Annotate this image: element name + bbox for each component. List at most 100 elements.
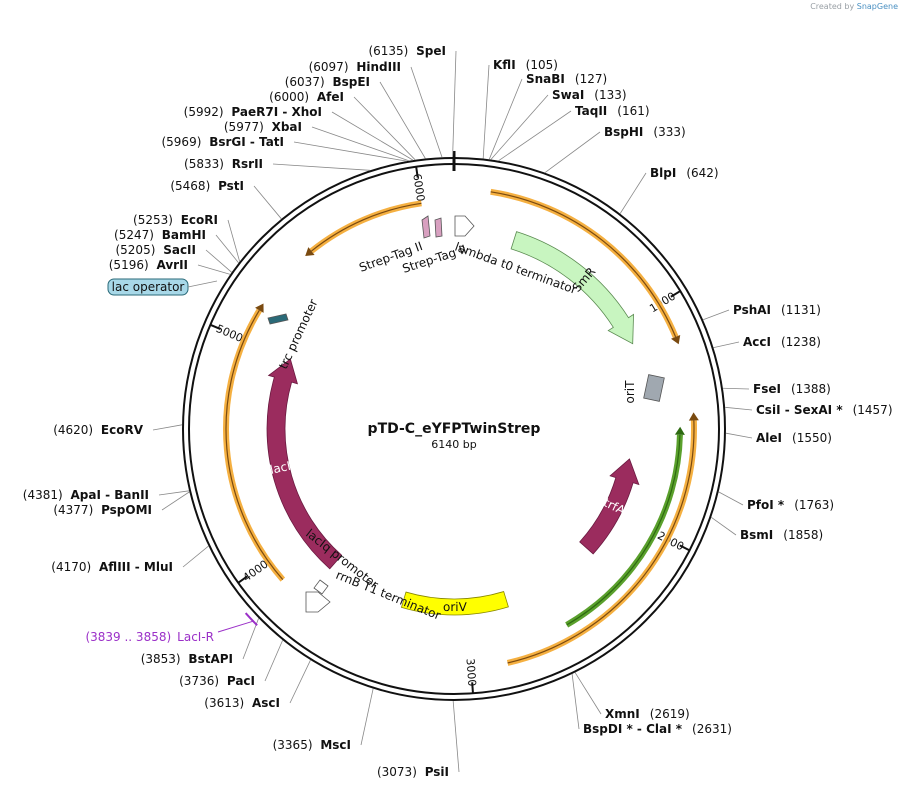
site-connector: [574, 672, 602, 715]
primer-arc: [244, 612, 258, 626]
orf-arc-line: [225, 310, 284, 580]
site-label: PfoI *(1763): [747, 498, 834, 512]
site-position: (3365): [273, 738, 317, 752]
site-connector: [197, 264, 231, 275]
site-label: (5977) XbaI: [224, 120, 302, 134]
orf-arrowhead: [688, 412, 699, 421]
site-name: BsmI: [740, 528, 773, 542]
site-label: KflI (105): [493, 58, 558, 72]
site-connector: [713, 341, 740, 348]
site-connector: [725, 406, 753, 411]
site-csii: CsiI - SexAI *(1457): [725, 403, 893, 417]
site-position: (3613): [204, 696, 248, 710]
site-name: RsrII: [232, 157, 263, 171]
orf-arrowhead: [305, 247, 315, 257]
site-position: (4377): [53, 503, 97, 517]
feature-trc-glyph: [267, 313, 289, 325]
site-label: (3736) PacI: [179, 674, 255, 688]
site-name: XmnI: [605, 707, 640, 721]
bp-tick-label: 3000: [463, 658, 478, 687]
site-name: SacII: [163, 243, 196, 257]
site-connector: [289, 659, 311, 704]
site-position: (2619): [650, 707, 690, 721]
site-position: (105): [526, 58, 558, 72]
site-connector: [253, 185, 282, 220]
primer-connector: [217, 620, 254, 633]
site-connector: [544, 131, 601, 173]
site-name: BspEI: [332, 75, 370, 89]
orf-arc-line: [507, 420, 695, 664]
site-label: (4620) EcoRV: [53, 423, 144, 437]
site-name: XbaI: [272, 120, 302, 134]
site-position: (5468): [170, 179, 214, 193]
site-position: (642): [686, 166, 718, 180]
site-connector: [272, 163, 370, 171]
site-connector: [725, 432, 753, 439]
site-name: AflIII - MluI: [99, 560, 173, 574]
bp-tick-label: 6000: [410, 173, 427, 203]
site-label: AleI(1550): [756, 431, 832, 445]
site-position: (5205): [115, 243, 159, 257]
feature-laci-arrow: [266, 358, 343, 570]
site-position: (1388): [791, 382, 831, 396]
site-name: BstAPI: [188, 652, 233, 666]
bp-tick: [471, 682, 474, 694]
site-blpi: BlpI (642): [619, 166, 719, 214]
feature-strep-tag-2-glyph: [434, 217, 443, 238]
orf-arc-line: [566, 434, 681, 626]
site-afei: (6000) AfeI: [269, 90, 416, 161]
site-paer7i: (5992) PaeR7I - XhoI: [184, 105, 414, 161]
site-bspdi: BspDI * - ClaI *(2631): [571, 673, 732, 736]
lac-operator-label: lac operator: [112, 280, 185, 294]
site-swai: SwaI(133): [490, 88, 627, 160]
site-label: BsmI (1858): [740, 528, 823, 542]
site-name: PaeR7I - XhoI: [231, 105, 322, 119]
site-connector: [490, 94, 549, 160]
site-label: BspHI(333): [604, 125, 686, 139]
site-connector: [311, 126, 409, 162]
site-label: SwaI(133): [552, 88, 627, 102]
site-name: BlpI: [650, 166, 676, 180]
site-name: BamHI: [162, 228, 206, 242]
site-connector: [331, 111, 414, 161]
site-position: (333): [653, 125, 685, 139]
bp-tick: [415, 166, 419, 178]
site-position: (127): [575, 72, 607, 86]
snapgene-logo: SnapGene: [856, 2, 898, 11]
plasmid-backbone: [182, 151, 726, 701]
site-position: (1238): [781, 335, 821, 349]
site-label: (4377) PspOMI: [53, 503, 152, 517]
site-name: KflI: [493, 58, 516, 72]
site-position: (6000): [269, 90, 313, 104]
site-name: SnaBI: [526, 72, 565, 86]
site-name: AscI: [252, 696, 280, 710]
site-position: (6097): [309, 60, 353, 74]
site-label: (5969) BsrGI - TatI: [161, 135, 284, 149]
feature-oriv-label: oriV: [443, 600, 468, 614]
site-bsrgi: (5969) BsrGI - TatI: [161, 135, 407, 162]
site-label: (5833) RsrII: [184, 157, 263, 171]
feature-trfa-arrow: [579, 458, 640, 555]
site-name: BsrGI - TatI: [209, 135, 284, 149]
site-position: (3736): [179, 674, 223, 688]
site-position: (1858): [783, 528, 823, 542]
site-label: (3073) PsiI: [377, 765, 449, 779]
site-label: (3613) AscI: [204, 696, 280, 710]
site-pspomi: (4377) PspOMI: [53, 491, 190, 517]
map-center: pTD-C_eYFPTwinStrep 6140 bp: [368, 421, 541, 451]
feature-laciq-glyph: [313, 579, 329, 595]
site-name: PacI: [227, 674, 255, 688]
site-kfli: KflI (105): [482, 58, 558, 159]
site-position: (3853): [141, 652, 185, 666]
site-position: (6135): [368, 44, 412, 58]
site-connector: [264, 640, 284, 682]
site-label: (4170) AflIII - MluI: [51, 560, 173, 574]
primer-name: LacI-R: [177, 630, 214, 644]
site-hindiii: (6097) HindIII: [309, 60, 443, 158]
feature-orit-label: oriT: [623, 380, 637, 404]
site-connector: [452, 700, 460, 773]
site-connector: [205, 249, 232, 273]
site-sacii: (5205) SacII: [115, 243, 232, 273]
